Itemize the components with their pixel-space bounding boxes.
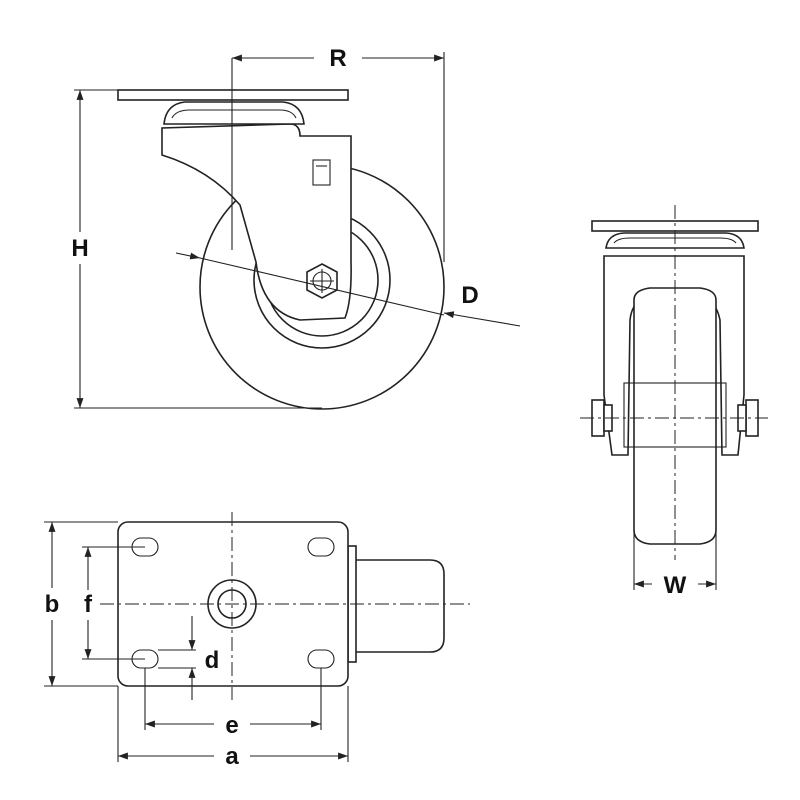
side-top-plate xyxy=(117,89,349,101)
dimension-f: f xyxy=(82,546,145,660)
dimension-a: a xyxy=(117,686,349,770)
label-e: e xyxy=(225,712,238,739)
dimension-d: d xyxy=(158,616,219,700)
front-view xyxy=(580,205,768,560)
side-fork-body xyxy=(161,123,352,321)
plate-view xyxy=(100,512,470,700)
side-swivel-raceway xyxy=(163,101,305,125)
label-b: b xyxy=(45,591,60,618)
bolt-hole-top-right xyxy=(307,537,335,557)
side-fork-slot xyxy=(312,159,331,186)
dimension-W: W xyxy=(633,530,717,599)
label-R: R xyxy=(329,45,346,72)
dimension-D: D xyxy=(175,252,521,327)
side-view xyxy=(117,58,445,410)
label-d: d xyxy=(205,647,220,674)
dimension-b: b xyxy=(44,521,118,687)
plate-wheel-stub xyxy=(351,559,445,653)
dimension-R: R xyxy=(232,45,445,262)
dimension-e: e xyxy=(144,668,322,739)
label-f: f xyxy=(84,591,93,618)
label-H: H xyxy=(71,235,88,262)
label-D: D xyxy=(461,282,478,309)
label-a: a xyxy=(225,743,239,770)
label-W: W xyxy=(664,572,687,599)
dimension-H: H xyxy=(71,89,322,409)
